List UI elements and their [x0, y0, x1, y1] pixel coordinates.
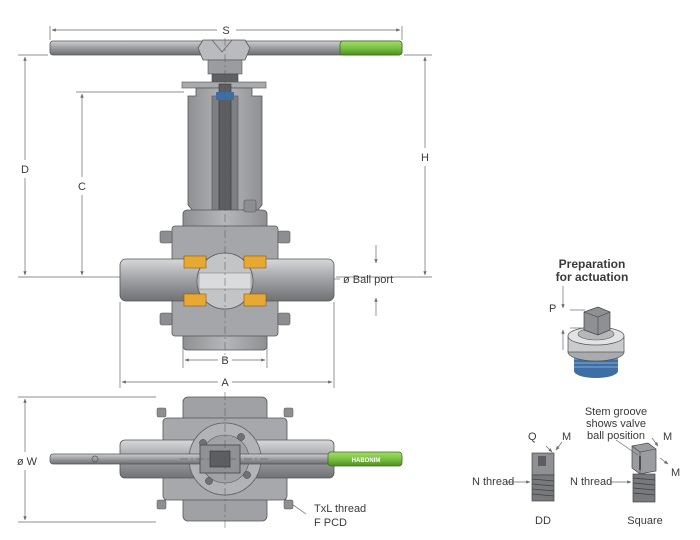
dim-a-label: A: [221, 377, 229, 389]
square-stem: [631, 442, 657, 503]
prep-p-label: P: [549, 303, 556, 315]
top-view: HABONIM: [49, 392, 403, 528]
dim-w-label: ø W: [17, 456, 38, 468]
preparation-title-line2: for actuation: [556, 270, 629, 284]
stem-groove-line1: Stem groove: [585, 406, 647, 418]
bolt-note-line1: TxL thread: [314, 503, 366, 515]
bolt-note: TxL thread F PCD: [314, 503, 366, 529]
dim-c-label: C: [78, 181, 86, 193]
dd-q-label: Q: [528, 431, 537, 443]
square-m2-label: M: [671, 467, 680, 479]
dd-caption: DD: [535, 515, 551, 527]
dd-n-thread-label: N thread: [472, 476, 514, 488]
dim-h-label: H: [421, 152, 429, 164]
handle-grip: [339, 40, 403, 56]
seat-lower-left: [183, 293, 207, 307]
stem-detail-panel: Stem groove shows valve ball position Q …: [472, 406, 680, 527]
dimension-lines: [18, 26, 432, 523]
dim-d-label: D: [21, 164, 29, 176]
bolt-note-line2: F PCD: [314, 517, 347, 529]
square-m1-label: M: [663, 431, 672, 443]
square-n-thread-label: N thread: [570, 476, 612, 488]
seat-upper-left: [183, 255, 207, 269]
dim-s-label: S: [222, 25, 229, 37]
dd-m-label: M: [562, 431, 571, 443]
stem-groove-line2: shows valve: [586, 418, 646, 430]
seat-upper-right: [243, 255, 267, 269]
dim-b-label: B: [221, 355, 228, 367]
preparation-panel: Preparation for actuation P: [549, 257, 628, 378]
seat-lower-right: [243, 293, 267, 307]
stem-groove-line3: ball position: [587, 430, 645, 442]
top-handle-grip: [327, 451, 403, 467]
dd-stem: [531, 452, 555, 502]
side-view: [49, 38, 403, 360]
preparation-title-line1: Preparation: [559, 257, 626, 271]
brand-label: HABONIM: [352, 458, 381, 464]
ball-port-label: ø Ball port: [343, 274, 393, 286]
dimension-labels: S D C H ø Ball port B A ø W: [17, 25, 429, 468]
square-caption: Square: [627, 515, 662, 527]
